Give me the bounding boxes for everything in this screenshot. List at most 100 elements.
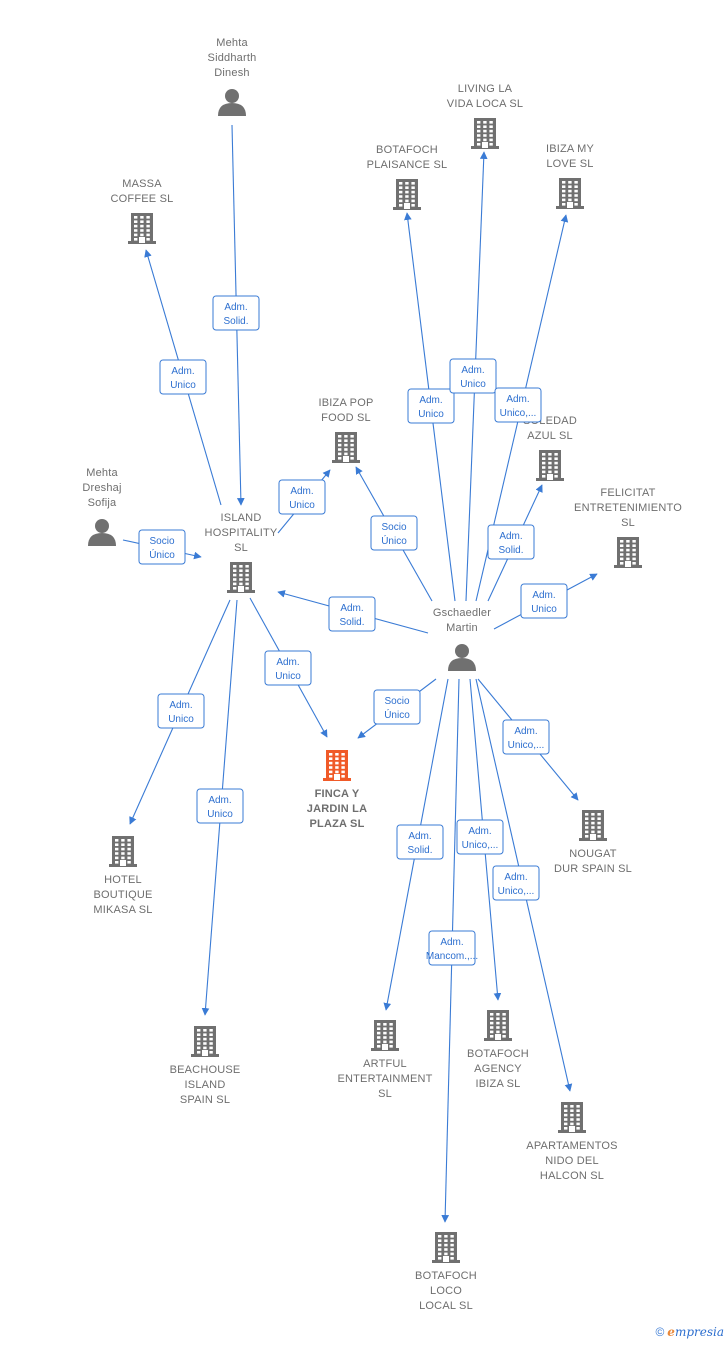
building-icon [558,1102,586,1133]
building-icon [432,1232,460,1263]
node-label-text: PLAISANCE SL [367,159,448,171]
node-ibiza_my[interactable]: IBIZA MY LOVE SL [546,143,595,209]
edge-label-text: Adm. [419,395,442,406]
node-label-text: LOVE SL [546,158,593,170]
node-label-text: ISLAND [221,512,262,524]
edge-label-text: Adm. [290,486,313,497]
person-icon [448,644,476,671]
node-label-text: Gschaedler [433,607,491,619]
node-label-text: MASSA [122,178,162,190]
edge-label-text: Adm. [440,937,463,948]
edge-label-gschaedler-to-felicitat[interactable]: Adm.Unico [520,583,568,619]
node-label-text: ENTERTAINMENT [337,1073,432,1085]
node-label-text: HALCON SL [540,1170,604,1182]
edge-label-text: Unico [460,379,486,390]
edge-label-text: Adm. [468,826,491,837]
node-label-text: ENTRETENIMIENTO [574,502,682,514]
edge-label-gschaedler-to-soledad[interactable]: Adm.Solid. [487,524,535,560]
node-label-text: FINCA Y [315,788,360,800]
edge-label-gschaedler-to-botafoch_ag[interactable]: Adm. Unico,... [456,819,504,855]
edge-label-island-to-massa[interactable]: Adm.Unico [159,359,207,395]
edge-label-text: Único [149,548,175,561]
edge-label-text: Socio [149,536,174,547]
node-label-text: BOUTIQUE [93,889,152,901]
building-icon [332,432,360,463]
node-felicitat[interactable]: FELICITAT ENTRETENIMIENTO SL [574,487,682,568]
node-label-text: FELICITAT [600,487,655,499]
building-icon [579,810,607,841]
building-icon [109,836,137,867]
brand-logo: empresia [667,1325,724,1339]
node-label-text: SPAIN SL [180,1094,230,1106]
node-label-text: Siddharth [208,52,257,64]
building-icon [484,1010,512,1041]
footer-brand: ©empresia [655,1325,724,1339]
edge-label-island-to-ibiza_pop[interactable]: Adm.Unico [278,479,326,515]
node-label-text: SL [378,1088,392,1100]
edge-label-text: Unico,... [500,408,537,419]
node-label-text: HOSPITALITY [205,527,278,539]
building-icon [227,562,255,593]
node-label-text: Mehta [216,37,248,49]
edge-label-gschaedler-to-living[interactable]: Adm.Unico [449,358,497,394]
edge-label-text: Socio [384,696,409,707]
node-label-text: LOCO [430,1285,462,1297]
node-label-text: LIVING LA [458,83,513,95]
edge-label-text: Unico [207,809,233,820]
node-apartamentos[interactable]: APARTAMENTOS NIDO DEL HALCON SL [526,1102,618,1182]
node-label-text: BEACHOUSE [170,1064,241,1076]
edge-label-gschaedler-to-island[interactable]: Adm.Solid. [328,596,376,632]
edge-label-gschaedler-to-botafoch_pl[interactable]: Adm.Unico [407,388,455,424]
edge-label-gschaedler-to-botafoch_lo[interactable]: Adm.Mancom.,... [426,930,478,966]
node-label-text: BOTAFOCH [467,1048,529,1060]
edge-label-island-to-hotel[interactable]: Adm.Unico [157,693,205,729]
node-label-text: NIDO DEL [545,1155,599,1167]
edge-label-island-to-finca[interactable]: Adm.Unico [264,650,312,686]
node-label-text: PLAZA SL [310,818,365,830]
edge-label-text: Adm. [224,302,247,313]
node-label-text: APARTAMENTOS [526,1140,617,1152]
node-label-text: DUR SPAIN SL [554,863,632,875]
node-label-text: IBIZA MY [546,143,595,155]
edge-label-gschaedler-to-nougat[interactable]: Adm.Unico,... [502,719,550,755]
building-icon [471,118,499,149]
edge-label-text: Unico,... [462,840,499,851]
node-label-text: IBIZA POP [319,397,374,409]
node-label-text: SL [621,517,635,529]
edge-label-text: Solid. [407,845,432,856]
edge-label-island-to-beachouse[interactable]: Adm.Unico [196,788,244,824]
edge-label-text: Adm. [532,590,555,601]
edge-label-gschaedler-to-ibiza_my[interactable]: Adm.Unico,... [494,387,542,423]
edge-label-gschaedler-to-apartamentos[interactable]: Adm.Unico,... [492,865,540,901]
edge-label-text: Unico [168,714,194,725]
building-icon [191,1026,219,1057]
building-icon [536,450,564,481]
person-icon [88,519,116,546]
edge-label-text: Adm. [408,831,431,842]
building-icon [614,537,642,568]
edge-label-gschaedler-to-artful[interactable]: Adm. Solid. [396,824,444,860]
edge-label-text: Adm. [171,366,194,377]
edge-label-mehta_sd-to-island[interactable]: Adm.Solid. [212,295,260,331]
edge-label-text: Socio [381,522,406,533]
